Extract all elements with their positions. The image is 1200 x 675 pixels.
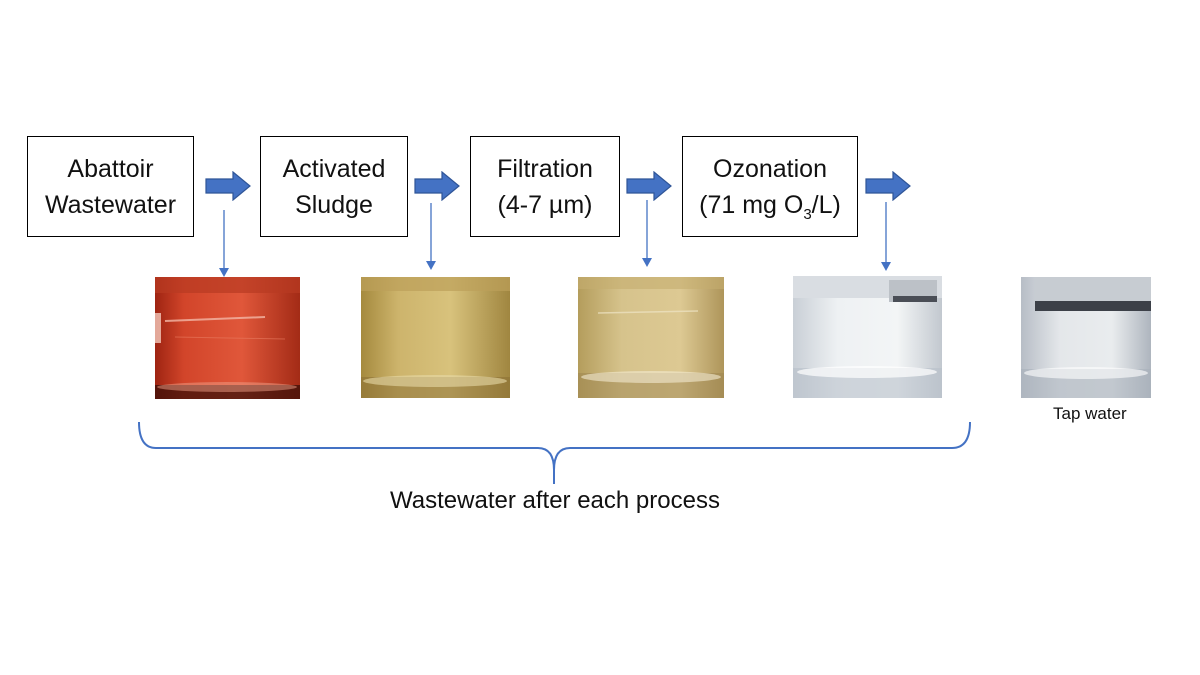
stage-box-ozonation: Ozonation (71 mg O3/L) <box>682 136 858 237</box>
sample-arrow-down-icon <box>642 200 652 267</box>
flow-arrow-right-icon <box>414 171 460 201</box>
filtration-photo <box>578 277 724 398</box>
activated-sludge-photo <box>361 277 510 398</box>
stage-box-activated-sludge: Activated Sludge <box>260 136 408 237</box>
stage-label-line2: Wastewater <box>44 190 177 219</box>
tap-water-photo <box>1021 277 1151 398</box>
sample-arrow-down-icon <box>426 203 436 270</box>
stage-label-line1: Activated <box>282 154 386 183</box>
process-group-label: Wastewater after each process <box>390 487 720 514</box>
stage-label-line2: (71 mg O3/L) <box>699 187 841 223</box>
ozonation-photo <box>793 276 942 398</box>
stage-label-line1: Ozonation <box>713 154 827 183</box>
stage-box-filtration: Filtration (4-7 µm) <box>470 136 620 237</box>
flow-arrow-right-icon <box>205 171 251 201</box>
tap-water-caption: Tap water <box>1053 404 1127 423</box>
ozone-dose-suffix: /L) <box>811 190 841 219</box>
sample-arrow-down-icon <box>881 202 891 271</box>
abattoir-wastewater-photo <box>155 277 300 399</box>
stage-label-line2: Sludge <box>295 190 373 219</box>
stage-box-abattoir-wastewater: Abattoir Wastewater <box>27 136 194 237</box>
flow-arrow-right-icon <box>626 171 672 201</box>
ozone-dose-prefix: (71 mg O <box>699 190 804 219</box>
sample-arrow-down-icon <box>219 210 229 277</box>
flow-arrow-right-icon <box>865 171 911 201</box>
stage-label-line1: Filtration <box>497 154 593 183</box>
stage-label-line1: Abattoir <box>67 154 154 183</box>
ozone-subscript: 3 <box>803 205 812 223</box>
stage-label-line2: (4-7 µm) <box>497 190 593 219</box>
grouping-brace <box>138 421 971 484</box>
